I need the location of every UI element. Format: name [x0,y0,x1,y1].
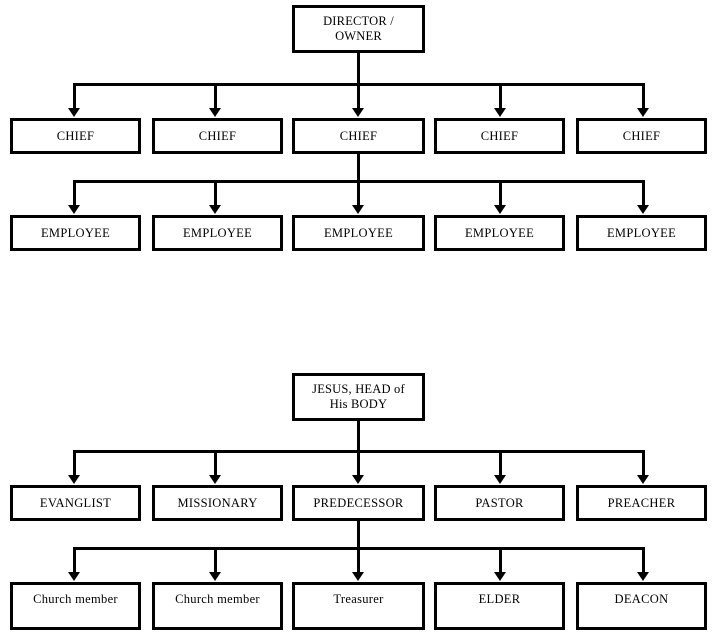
arrowhead-icon [637,205,649,214]
arrowhead-icon [209,572,221,581]
node-church-member-2[interactable]: Church member [152,582,283,630]
connector-drop-6 [73,180,76,205]
node-preacher[interactable]: PREACHER [576,485,707,521]
connector-root-stem [357,421,360,453]
connector-drop-7 [214,547,217,572]
node-missionary[interactable]: MISSIONARY [152,485,283,521]
node-predecessor[interactable]: PREDECESSOR [292,485,425,521]
node-elder[interactable]: ELDER [434,582,565,630]
node-label: PASTOR [475,495,524,510]
connector-drop-2 [214,450,217,476]
connector-drop-10 [642,547,645,572]
connector-drop-8 [357,547,360,572]
node-label: Treasurer [333,592,384,606]
secular-organization-chart: DIRECTOR /OWNER CHIEF CHIEF CHIEF CHIEF … [0,0,720,300]
node-label: EVANGLIST [39,495,112,510]
node-employee-2[interactable]: EMPLOYEE [152,215,283,251]
node-label: EMPLOYEE [40,225,111,240]
node-label: CHIEF [622,128,661,143]
connector-drop-4 [499,83,502,109]
connector-drop-4 [499,450,502,476]
arrowhead-icon [637,108,649,117]
node-chief-2[interactable]: CHIEF [152,118,283,154]
node-chief-1[interactable]: CHIEF [10,118,141,154]
arrowhead-icon [352,475,364,484]
arrowhead-icon [209,475,221,484]
node-label: CHIEF [198,128,237,143]
connector-drop-6 [73,547,76,572]
node-label: Church member [33,592,118,606]
node-employee-4[interactable]: EMPLOYEE [434,215,565,251]
connector-drop-9 [499,547,502,572]
arrowhead-icon [352,205,364,214]
node-label: EMPLOYEE [182,225,253,240]
arrowhead-icon [494,205,506,214]
node-label: EMPLOYEE [323,225,394,240]
node-label: EMPLOYEE [464,225,535,240]
arrowhead-icon [494,572,506,581]
arrowhead-icon [209,108,221,117]
node-label: PREACHER [607,495,676,510]
arrowhead-icon [637,475,649,484]
node-label: Church member [175,592,260,606]
arrowhead-icon [209,205,221,214]
node-label: EMPLOYEE [606,225,677,240]
connector-drop-1 [73,83,76,109]
node-chief-4[interactable]: CHIEF [434,118,565,154]
arrowhead-icon [68,205,80,214]
arrowhead-icon [352,572,364,581]
node-chief-3[interactable]: CHIEF [292,118,425,154]
arrowhead-icon [68,475,80,484]
node-label: PREDECESSOR [313,495,404,510]
connector-drop-8 [357,180,360,205]
arrowhead-icon [637,572,649,581]
node-treasurer[interactable]: Treasurer [292,582,425,630]
node-label: DIRECTOR /OWNER [323,14,394,43]
node-label: CHIEF [339,128,378,143]
connector-drop-3 [357,83,360,109]
arrowhead-icon [68,572,80,581]
node-label: CHIEF [480,128,519,143]
arrowhead-icon [494,475,506,484]
connector-drop-5 [642,450,645,476]
node-pastor[interactable]: PASTOR [434,485,565,521]
connector-root-stem [357,53,360,86]
node-label: ELDER [478,592,521,606]
connector-drop-5 [642,83,645,109]
arrowhead-icon [352,108,364,117]
node-chief-5[interactable]: CHIEF [576,118,707,154]
arrowhead-icon [68,108,80,117]
connector-drop-2 [214,83,217,109]
connector-drop-9 [499,180,502,205]
node-employee-1[interactable]: EMPLOYEE [10,215,141,251]
node-employee-5[interactable]: EMPLOYEE [576,215,707,251]
node-employee-3[interactable]: EMPLOYEE [292,215,425,251]
node-label: MISSIONARY [177,495,258,510]
connector-mid-stem [357,521,360,550]
connector-drop-1 [73,450,76,476]
connector-drop-3 [357,450,360,476]
node-church-member-1[interactable]: Church member [10,582,141,630]
connector-drop-7 [214,180,217,205]
connector-drop-10 [642,180,645,205]
node-director-owner[interactable]: DIRECTOR /OWNER [292,5,425,53]
connector-mid-stem [357,154,360,183]
arrowhead-icon [494,108,506,117]
node-deacon[interactable]: DEACON [576,582,707,630]
node-label: CHIEF [56,128,95,143]
node-evanglist[interactable]: EVANGLIST [10,485,141,521]
node-label: DEACON [614,592,669,606]
